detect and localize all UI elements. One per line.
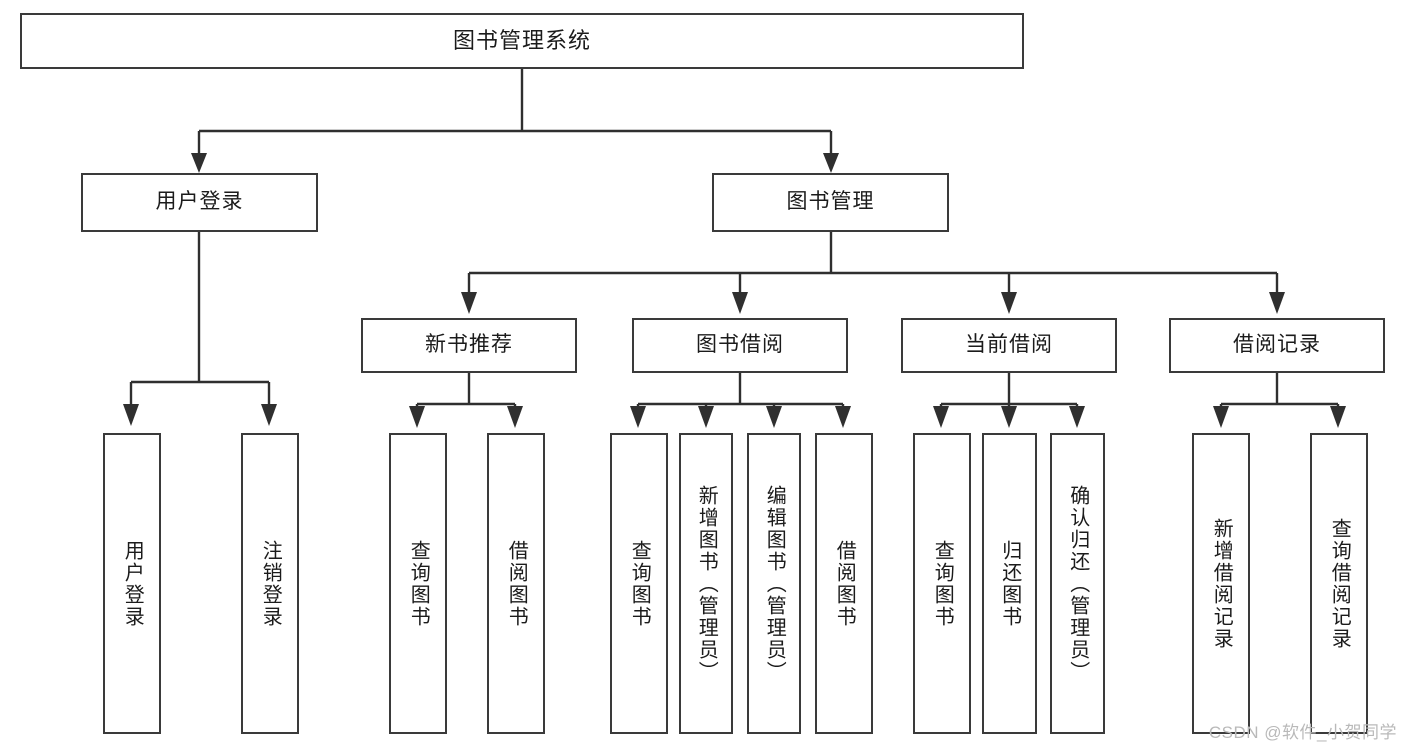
arrowhead-current-borrow [1001, 292, 1017, 314]
leaf-book-borrow-add[interactable]: 新增图书（管理员） [679, 433, 733, 734]
arrowhead-borrow-record [1269, 292, 1285, 314]
node-label: 查询图书 [628, 539, 651, 628]
leaf-current-borrow-confirm[interactable]: 确认归还（管理员） [1050, 433, 1105, 734]
node-label: 查询图书 [931, 539, 954, 628]
arrowhead-currentborrow-leaf2 [1001, 406, 1017, 428]
leaf-borrow-record-query[interactable]: 查询借阅记录 [1310, 433, 1368, 734]
arrowhead-borrowrecord-leaf2 [1330, 406, 1346, 428]
node-label: 借阅图书 [833, 539, 856, 628]
node-label: 当前借阅 [965, 333, 1053, 357]
arrowhead-currentborrow-leaf3 [1069, 406, 1085, 428]
arrowhead-newbook-leaf1 [409, 406, 425, 428]
arrowhead-bookborrow-leaf1 [630, 406, 646, 428]
arrowhead-leaf-logout [261, 404, 277, 426]
node-label: 用户登录 [121, 539, 144, 628]
arrowhead-book-manage [823, 153, 839, 173]
node-new-book-recommend[interactable]: 新书推荐 [361, 318, 577, 373]
arrowhead-new-book [461, 292, 477, 314]
node-borrow-record[interactable]: 借阅记录 [1169, 318, 1385, 373]
node-label: 查询图书 [407, 539, 430, 628]
node-label: 确认归还（管理员） [1066, 484, 1089, 683]
node-label: 归还图书 [998, 539, 1021, 628]
leaf-borrow-record-add[interactable]: 新增借阅记录 [1192, 433, 1250, 734]
node-label: 查询借阅记录 [1328, 517, 1351, 650]
node-label: 借阅图书 [505, 539, 528, 628]
leaf-book-borrow-borrow[interactable]: 借阅图书 [815, 433, 873, 734]
arrowhead-bookborrow-leaf4 [835, 406, 851, 428]
node-label: 图书借阅 [696, 333, 784, 357]
node-user-login[interactable]: 用户登录 [81, 173, 318, 232]
node-label: 新增图书（管理员） [695, 484, 718, 683]
leaf-book-borrow-edit[interactable]: 编辑图书（管理员） [747, 433, 801, 734]
leaf-new-book-borrow[interactable]: 借阅图书 [487, 433, 545, 734]
node-label: 注销登录 [259, 539, 282, 628]
arrowhead-leaf-user-login [123, 404, 139, 426]
node-current-borrow[interactable]: 当前借阅 [901, 318, 1117, 373]
leaf-current-borrow-return[interactable]: 归还图书 [982, 433, 1037, 734]
node-label: 编辑图书（管理员） [763, 484, 786, 683]
node-label: 新书推荐 [425, 333, 513, 357]
node-label: 图书管理系统 [452, 28, 591, 54]
node-root-library-system[interactable]: 图书管理系统 [20, 13, 1024, 69]
leaf-user-login-logout[interactable]: 注销登录 [241, 433, 299, 734]
arrowhead-currentborrow-leaf1 [933, 406, 949, 428]
arrowhead-bookborrow-leaf2 [698, 406, 714, 428]
arrowhead-user-login [191, 153, 207, 173]
node-label: 用户登录 [155, 190, 244, 214]
node-label: 借阅记录 [1233, 333, 1321, 357]
arrowhead-borrowrecord-leaf1 [1213, 406, 1229, 428]
node-book-management[interactable]: 图书管理 [712, 173, 949, 232]
node-label: 新增借阅记录 [1210, 517, 1233, 650]
node-label: 图书管理 [786, 190, 875, 214]
arrowhead-book-borrow [732, 292, 748, 314]
leaf-user-login-login[interactable]: 用户登录 [103, 433, 161, 734]
leaf-new-book-query[interactable]: 查询图书 [389, 433, 447, 734]
leaf-book-borrow-query[interactable]: 查询图书 [610, 433, 668, 734]
node-book-borrow[interactable]: 图书借阅 [632, 318, 848, 373]
leaf-current-borrow-query[interactable]: 查询图书 [913, 433, 971, 734]
arrowhead-newbook-leaf2 [507, 406, 523, 428]
watermark-csdn: CSDN @软件_小贺同学 [1208, 723, 1397, 742]
arrowhead-bookborrow-leaf3 [766, 406, 782, 428]
